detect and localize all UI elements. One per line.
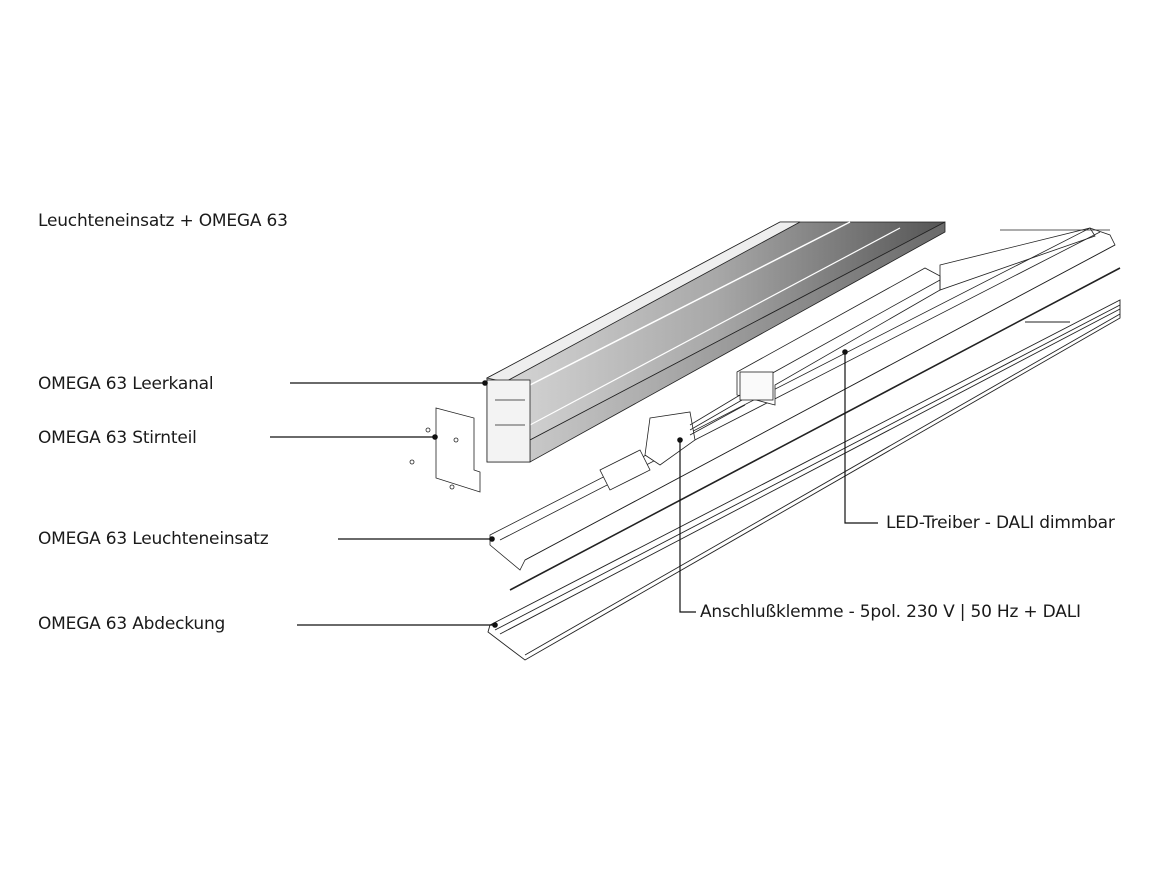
abdeckung-cover [487, 267, 1121, 661]
connection-terminal [599, 394, 746, 491]
label-abdeckung: OMEGA 63 Abdeckung [38, 614, 226, 634]
stirnteil-endcap [409, 407, 481, 493]
diagram-title: Leuchteneinsatz + OMEGA 63 [38, 211, 288, 231]
led-driver [736, 227, 1096, 406]
leuchteneinsatz-tray [489, 227, 1116, 571]
label-leuchteneinsatz: OMEGA 63 Leuchteneinsatz [38, 529, 269, 549]
label-stirnteil: OMEGA 63 Stirnteil [38, 428, 197, 448]
leader-lines [270, 349, 878, 628]
leerkanal-profile [485, 221, 946, 463]
label-leerkanal: OMEGA 63 Leerkanal [38, 374, 214, 394]
label-anschlussklemme: Anschlußklemme - 5pol. 230 V | 50 Hz + D… [700, 602, 1081, 622]
label-led-treiber: LED-Treiber - DALI dimmbar [886, 513, 1115, 533]
